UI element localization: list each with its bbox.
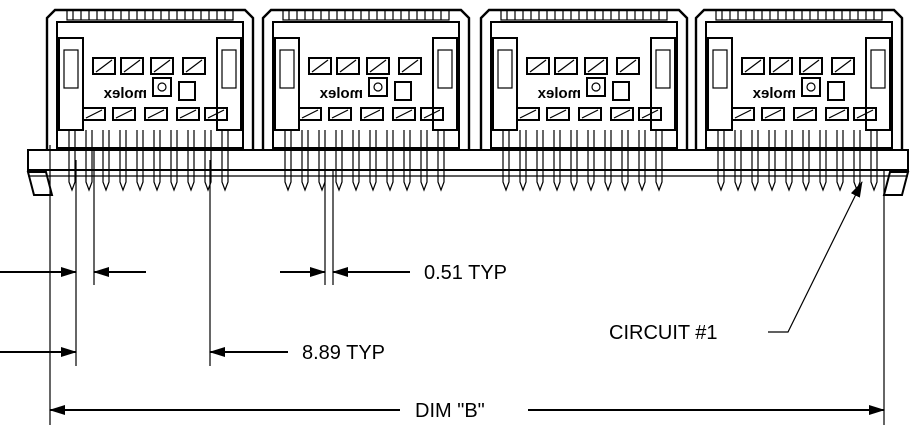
- circuit-leader: CIRCUIT #1: [609, 181, 863, 344]
- connector-module: molex: [479, 8, 689, 192]
- connector-modules: molex molex molex molex: [45, 8, 904, 192]
- dim-label-8-89: 8.89 TYP: [302, 342, 385, 364]
- molex-logo-text: molex: [752, 85, 796, 102]
- connector-module: molex: [694, 8, 904, 192]
- dim-label-0-51: 0.51 TYP: [424, 262, 507, 284]
- dimension-8-89: 8.89 TYP: [209, 342, 385, 364]
- circuit-label: CIRCUIT #1: [609, 322, 718, 344]
- extension-lines: [49, 145, 885, 425]
- dimension-dim-b: DIM "B": [49, 400, 885, 422]
- connector-module: molex: [261, 8, 471, 192]
- dimension-0-51: 0.51 TYP: [280, 262, 507, 284]
- molex-logo-text: molex: [537, 85, 581, 102]
- connector-module: molex: [45, 8, 255, 192]
- left-partial-dimension: [0, 267, 146, 357]
- molex-logo-text: molex: [103, 85, 147, 102]
- dim-label-b: DIM "B": [415, 400, 485, 422]
- molex-logo-text: molex: [319, 85, 363, 102]
